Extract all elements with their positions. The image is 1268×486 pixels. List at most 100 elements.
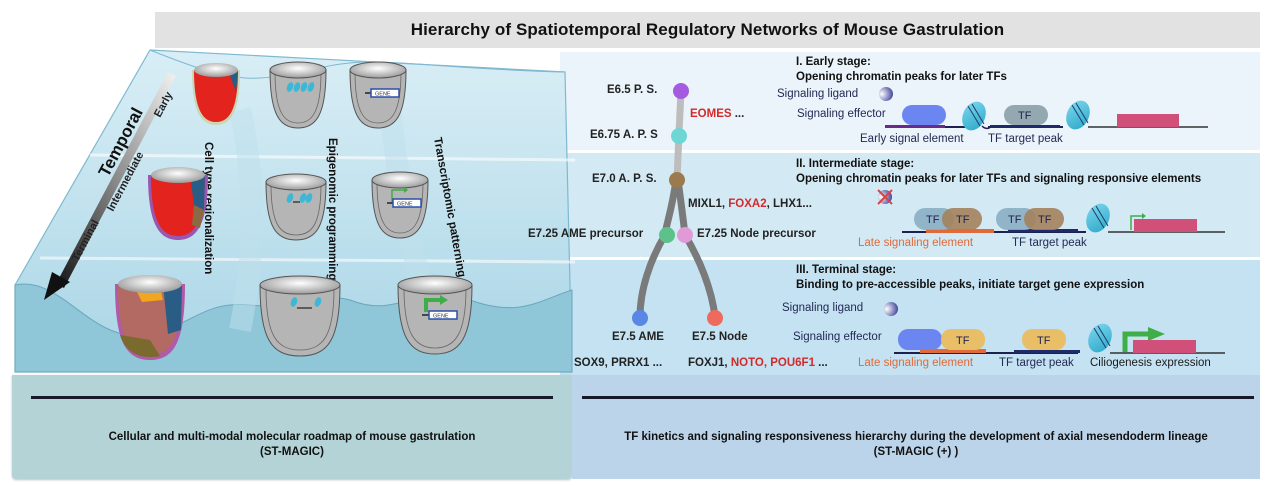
lineage-tree [632, 83, 723, 326]
tf-dimer-1: TF TF [914, 208, 982, 230]
embryo-terminal-transcriptomic: GENE [397, 275, 473, 355]
node-e7-25-ame-precursor [659, 227, 675, 243]
footer-right-divider [582, 396, 1254, 399]
node-label-e7-5-ame: E7.5 AME [612, 331, 664, 343]
nucleosome-icon [1086, 203, 1110, 233]
svg-text:TF: TF [1037, 335, 1051, 347]
tf-protein [941, 329, 985, 350]
stage-1-heading: I. Early stage: Opening chromatin peaks … [796, 56, 1007, 83]
nucleosome-icon [1088, 323, 1112, 353]
embryo-terminal-colored [115, 275, 185, 360]
node-e7-25-node-precursor [677, 227, 693, 243]
transcription-arrow-small-icon [391, 189, 404, 203]
open-chromatin-icon [290, 297, 322, 309]
footer-left-caption: Cellular and multi-modal molecular roadm… [108, 431, 476, 458]
temporal-arrow [44, 72, 176, 300]
embryo-terminal-epigenomic [259, 275, 341, 357]
node-label-e6-75: E6.75 A. P. S [590, 129, 658, 141]
svg-text:TF: TF [926, 214, 940, 226]
footer-left-divider [31, 396, 553, 399]
nucleosome-array-icon [286, 82, 315, 92]
transcription-start-arrow-icon [1130, 215, 1142, 230]
nucleosome-icon [1066, 100, 1090, 130]
stage-1-effector-label: Signaling effector [797, 108, 886, 120]
early-signal-element [885, 125, 945, 128]
gene-block [1117, 114, 1179, 127]
stage-1-ligand-label: Signaling ligand [777, 88, 859, 100]
stage-3-ligand-label: Signaling ligand [782, 302, 864, 314]
node-label-e7-5-node: E7.5 Node [692, 331, 748, 343]
tf-group-intermediate: MIXL1, FOXA2, LHX1... [688, 198, 812, 210]
opening-nucleosomes-icon [286, 193, 313, 203]
signaling-ligand-icon [884, 302, 898, 316]
node-e6-75-aps [671, 128, 687, 144]
column-label-epigenomic: Epigenomic programming [326, 138, 338, 281]
stage-3-heading: III. Terminal stage: Binding to pre-acce… [796, 264, 1145, 291]
svg-text:GENE: GENE [397, 202, 413, 208]
stage-2-peak-label: TF target peak [1012, 237, 1087, 249]
tf-dimer-2: TF TF [996, 208, 1064, 230]
stage-1-peak-label: TF target peak [988, 133, 1063, 145]
stage-2-heading: II. Intermediate stage: Opening chromati… [796, 158, 1202, 185]
transcription-activation-arrow-icon [1122, 331, 1148, 352]
stage-1-dna: TF [879, 87, 1208, 131]
tf-protein [1004, 105, 1048, 125]
tf-group-node: FOXJ1, NOTO, POU6F1 ... [688, 357, 828, 369]
embryo-early-colored [192, 63, 240, 125]
tf-group-early: EOMES ... [690, 108, 745, 120]
stage-3-effector-label: Signaling effector [793, 331, 882, 343]
stage-2-dna: TF TF TF TF [877, 189, 1225, 233]
svg-text:TF: TF [1018, 110, 1032, 122]
signaling-effector [898, 329, 942, 350]
gene-block [1134, 219, 1197, 232]
gene-box-icon [370, 88, 400, 98]
embryo-early-epigenomic [269, 61, 327, 129]
tf-target-peak [990, 125, 1060, 128]
tf-target-peak [1008, 229, 1078, 232]
svg-text:TF: TF [1008, 214, 1022, 226]
gene-box-icon [428, 310, 458, 320]
stage-2-element-label: Late signaling element [858, 237, 974, 249]
footer-right-panel: TF kinetics and signaling responsiveness… [572, 375, 1260, 479]
svg-text:GENE: GENE [375, 92, 391, 98]
node-e7-0-aps [669, 172, 685, 188]
stage-3-expression-label: Ciliogenesis expression [1090, 357, 1211, 369]
temporal-arrowhead [44, 272, 70, 300]
stage-1-element-label: Early signal element [860, 133, 964, 145]
gene-block [1133, 340, 1196, 353]
nucleosome-icon [962, 101, 986, 131]
node-label-e7-0: E7.0 A. P. S. [592, 173, 657, 185]
gene-box-icon [392, 198, 422, 208]
node-label-e6-5: E6.5 P. S. [607, 84, 658, 96]
footer-left-panel: Cellular and multi-modal molecular roadm… [12, 375, 572, 479]
footer-right-caption: TF kinetics and signaling responsiveness… [624, 431, 1208, 458]
svg-text:TF: TF [956, 335, 970, 347]
embryo-early-transcriptomic: GENE [349, 61, 407, 129]
embryo-intermediate-transcriptomic: GENE [371, 171, 429, 239]
figure-title: Hierarchy of Spatiotemporal Regulatory N… [410, 20, 1005, 39]
node-label-e7-25-ame: E7.25 AME precursor [528, 228, 644, 240]
figure-title-bar: Hierarchy of Spatiotemporal Regulatory N… [155, 12, 1260, 48]
stage-3-element-label: Late signaling element [858, 357, 974, 369]
svg-text:GENE: GENE [433, 314, 449, 320]
late-signaling-element [920, 349, 986, 353]
late-signaling-element [926, 229, 994, 233]
ame-branch [636, 176, 680, 321]
svg-text:TF: TF [1038, 214, 1052, 226]
waddington-landscape: Temporal Early Intermediate Terminal Cel… [14, 49, 576, 373]
tf-protein [1022, 329, 1066, 350]
transcription-arrow-large-icon [424, 298, 440, 312]
embryo-intermediate-colored [148, 167, 208, 240]
node-e6-5-ps [673, 83, 689, 99]
signaling-effector [902, 105, 946, 125]
signaling-ligand-icon [879, 87, 893, 101]
stage-3-peak-label: TF target peak [999, 357, 1074, 369]
node-e7-5-ame [632, 310, 648, 326]
tf-target-peak [1014, 350, 1080, 353]
embryo-intermediate-epigenomic [265, 173, 327, 241]
stage-band-terminal [560, 260, 1260, 375]
node-label-e7-25-node: E7.25 Node precursor [697, 228, 816, 240]
svg-text:TF: TF [956, 214, 970, 226]
node-e7-5-node [707, 310, 723, 326]
tf-group-ame: SOX9, PRRX1 ... [574, 357, 663, 369]
